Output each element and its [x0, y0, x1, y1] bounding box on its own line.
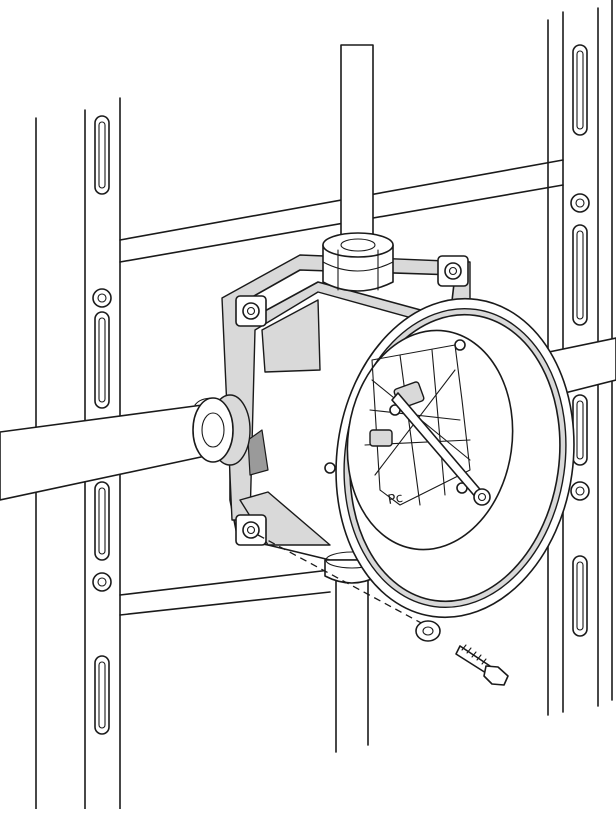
screw-alignment-line: [257, 534, 426, 626]
rail-bolts: [92, 193, 590, 592]
cable-gland-left: [192, 394, 251, 466]
fixing-screw: [455, 644, 509, 686]
conduit-top: [340, 44, 374, 261]
embossed-label: Pc: [387, 491, 404, 508]
right-rail-slots: [572, 44, 588, 637]
inner-ribbed-frame: Pc: [324, 339, 471, 508]
conduit-bottom: [335, 579, 369, 753]
left-rail-slots: [94, 115, 110, 735]
fixing-rod: [391, 392, 491, 506]
cable-gland-top: [322, 232, 394, 292]
washer: [415, 620, 441, 642]
